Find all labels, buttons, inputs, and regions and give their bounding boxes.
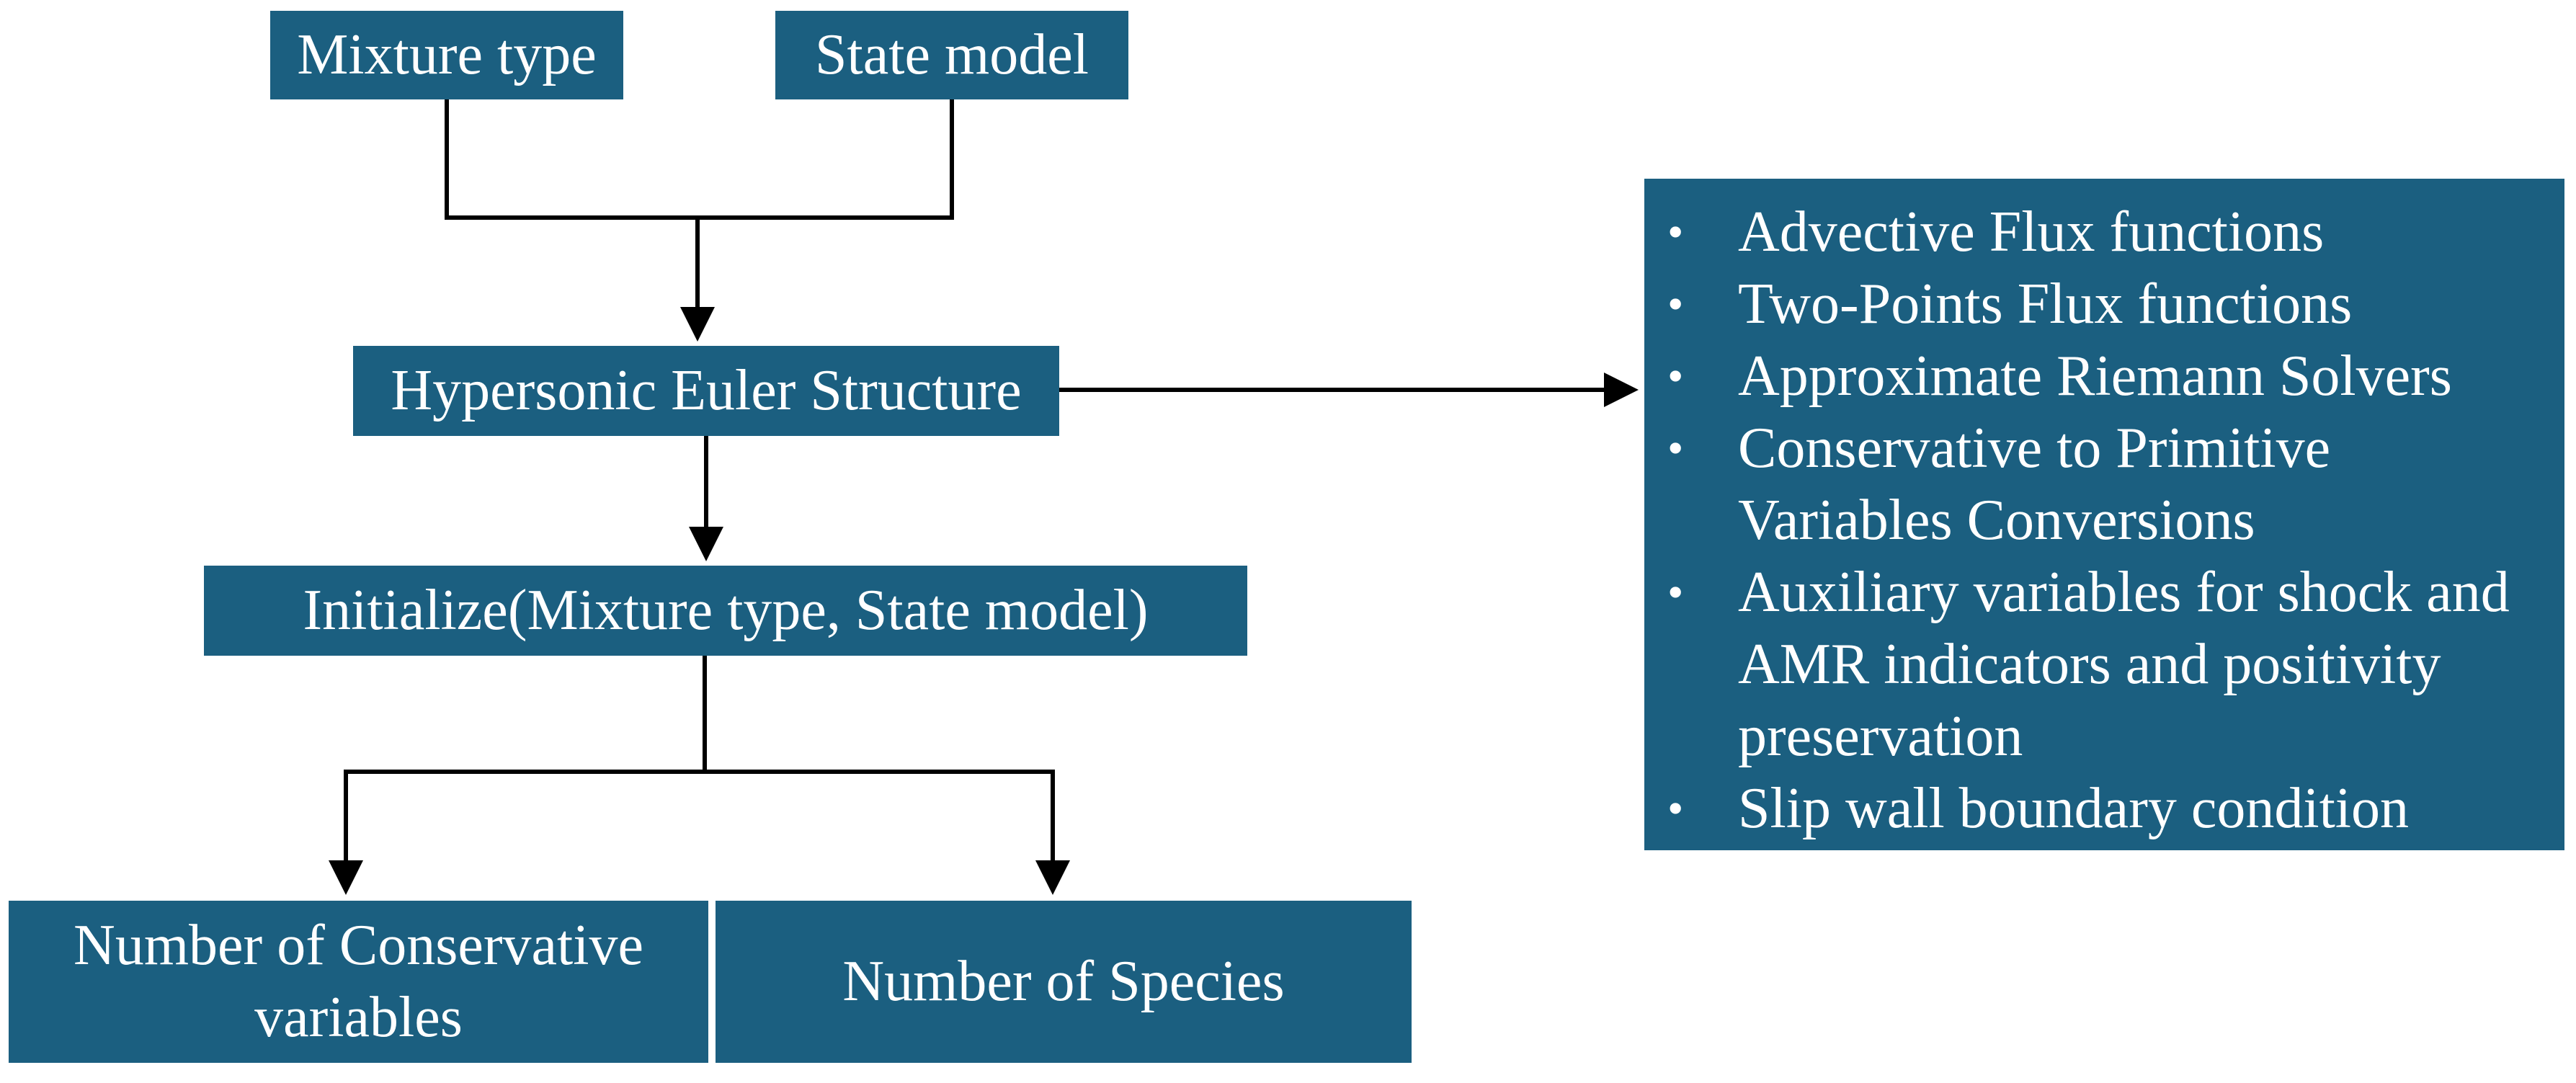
feature-item: • Slip wall boundary condition xyxy=(1644,772,2564,844)
mixture-type-box: Mixture type xyxy=(270,11,623,99)
initialize-box: Initialize(Mixture type, State model) xyxy=(204,566,1247,656)
bullet-icon: • xyxy=(1667,350,1684,401)
mixture-type-label: Mixture type xyxy=(297,22,597,86)
feature-item: • Advective Flux functions xyxy=(1644,196,2564,268)
feature-item: • Two-Points Flux functions xyxy=(1644,268,2564,340)
conservative-label-line: variables xyxy=(254,985,463,1049)
bullet-icon: • xyxy=(1667,783,1684,834)
species-box: Number of Species xyxy=(716,901,1412,1063)
feature-line: AMR indicators and positivity xyxy=(1738,633,2441,696)
feature-item: • Approximate Riemann Solvers xyxy=(1644,340,2564,412)
feature-line: Variables Conversions xyxy=(1738,489,2255,552)
features-list: • Advective Flux functions • Two-Points Flu… xyxy=(1644,196,2564,844)
state-model-label: State model xyxy=(815,22,1089,86)
feature-line: Slip wall boundary condition xyxy=(1738,777,2410,840)
feature-line: Two-Points Flux functions xyxy=(1738,272,2353,336)
conservative-variables-label: Number of Conservative variables xyxy=(73,910,643,1053)
bullet-icon: • xyxy=(1667,278,1684,329)
feature-line: Auxiliary variables for shock and xyxy=(1738,561,2510,624)
euler-structure-label: Hypersonic Euler Structure xyxy=(391,358,1022,422)
species-label: Number of Species xyxy=(842,949,1285,1013)
feature-line: preservation xyxy=(1738,705,2023,768)
feature-line: Approximate Riemann Solvers xyxy=(1738,344,2452,408)
conservative-variables-box: Number of Conservative variables xyxy=(9,901,708,1063)
feature-line: Advective Flux functions xyxy=(1738,200,2325,264)
euler-structure-box: Hypersonic Euler Structure xyxy=(353,346,1059,436)
initialize-label: Initialize(Mixture type, State model) xyxy=(303,578,1149,642)
bullet-icon: • xyxy=(1667,566,1684,618)
feature-line: Conservative to Primitive xyxy=(1738,416,2331,480)
bullet-icon: • xyxy=(1667,422,1684,473)
state-model-box: State model xyxy=(775,11,1128,99)
conservative-label-line: Number of Conservative xyxy=(73,914,643,978)
bullet-icon: • xyxy=(1667,206,1684,257)
features-box: • Advective Flux functions • Two-Points Flu… xyxy=(1644,179,2564,850)
